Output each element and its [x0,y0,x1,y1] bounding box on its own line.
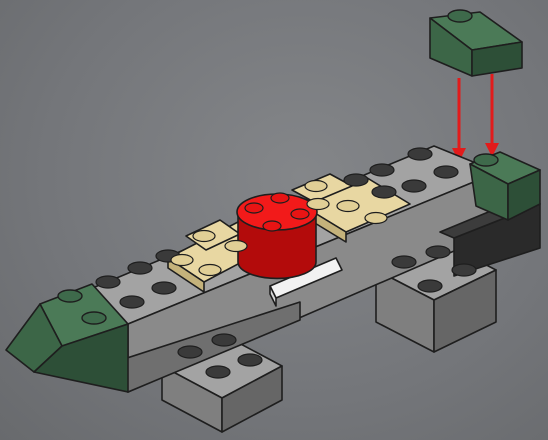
stud [171,255,193,266]
stud [206,366,230,378]
stud [452,264,476,276]
stud [96,276,120,288]
placement-arrows [452,74,499,162]
stud [418,280,442,292]
stud [402,180,426,192]
stud [263,221,281,231]
stud [212,334,236,346]
stud [271,193,289,203]
stud [448,10,472,22]
stud [337,201,359,212]
stud [307,199,329,210]
stud [82,312,106,324]
stud [238,354,262,366]
red-round-brick [237,193,317,278]
stud [370,164,394,176]
stud [392,256,416,268]
stud [128,262,152,274]
stud [245,203,263,213]
stud [199,265,221,276]
stud [434,166,458,178]
stud [291,209,309,219]
stud [372,186,396,198]
stud [225,241,247,252]
stud [365,213,387,224]
stud [426,246,450,258]
stud [178,346,202,358]
stud [344,174,368,186]
stud [474,154,498,166]
stud [58,290,82,302]
stud [120,296,144,308]
stud [193,231,215,242]
stud [152,282,176,294]
stud [408,148,432,160]
stud [305,181,327,192]
new-part-green-slope [430,10,522,76]
